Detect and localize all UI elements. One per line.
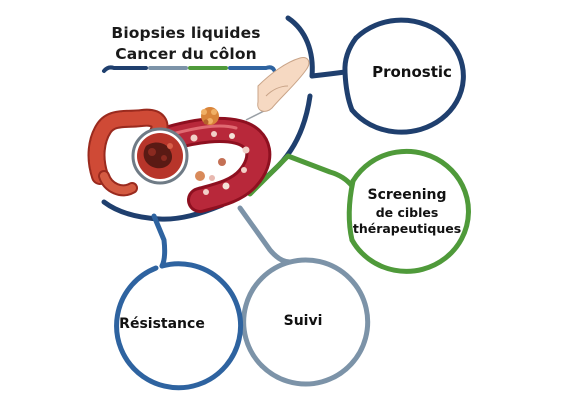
node-pronostic xyxy=(309,17,466,135)
node-resistance xyxy=(114,213,244,391)
screening-label-line-2: de cibles xyxy=(375,205,439,220)
title-underline xyxy=(102,65,276,73)
suivi-label: Suivi xyxy=(283,313,323,329)
tumor-magnified-icon xyxy=(131,127,189,185)
diagram-title-line-2: Cancer du côlon xyxy=(115,45,257,63)
diagram-title-line-1: Biopsies liquides xyxy=(111,24,261,42)
screening-label: Screening de cibles thérapeutiques xyxy=(344,187,470,236)
colon-illustration xyxy=(87,108,169,197)
node-suivi xyxy=(237,205,371,387)
screening-label-line-3: thérapeutiques xyxy=(352,221,462,236)
pronostic-label: Pronostic xyxy=(372,63,452,81)
circulating-tumor-cell-icon xyxy=(195,107,226,181)
screening-label-line-1: Screening xyxy=(367,187,447,203)
hand-with-syringe-icon xyxy=(245,57,310,121)
blood-vessel-icon xyxy=(157,117,272,213)
node-screening xyxy=(247,148,471,274)
resistance-label: Résistance xyxy=(119,316,205,332)
